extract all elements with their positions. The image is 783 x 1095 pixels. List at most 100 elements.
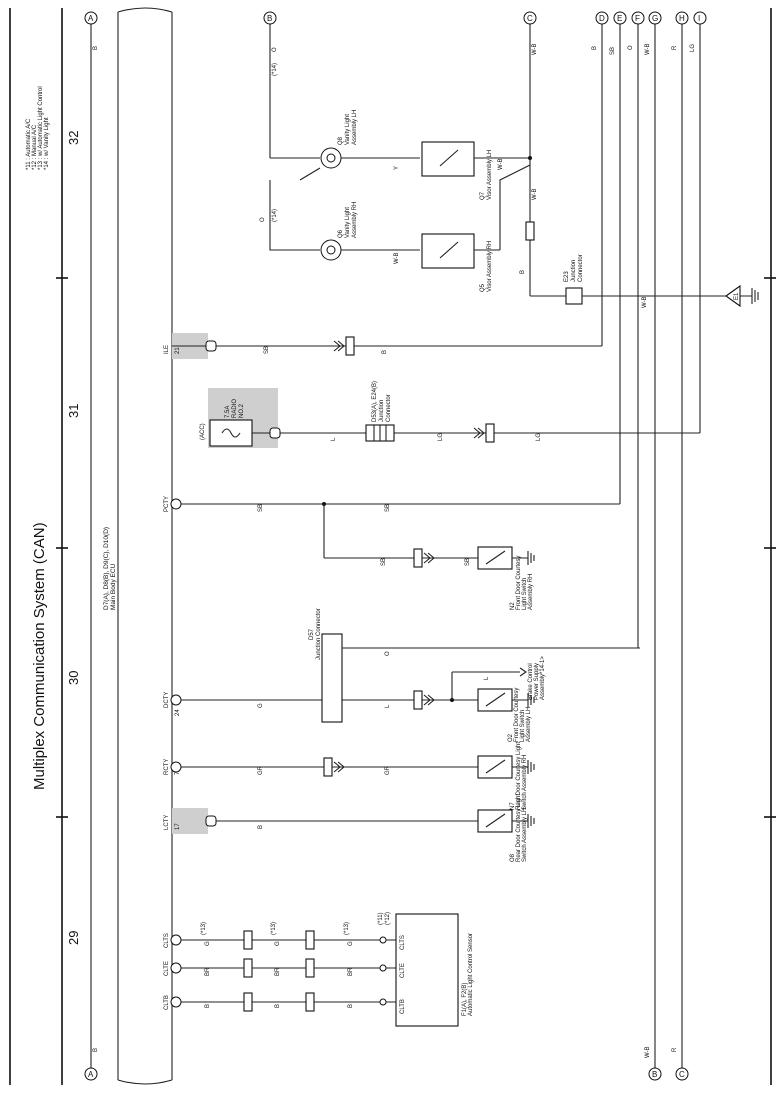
marker-d-top bbox=[595, 11, 609, 25]
wire-color: O bbox=[628, 45, 634, 50]
pin-name: CLTE bbox=[164, 961, 170, 976]
wire-color: BR bbox=[205, 967, 211, 976]
marker-a-bottom bbox=[84, 1067, 98, 1081]
pin-name: CLTS bbox=[164, 933, 170, 948]
fuse-rating: 7.5A bbox=[225, 406, 231, 418]
ecu-name: D7(A), D8(B), D9(C), D10(D) bbox=[103, 527, 110, 610]
marker-label: D bbox=[599, 14, 605, 23]
wire-color: B bbox=[520, 270, 526, 274]
wire-color: B bbox=[258, 825, 264, 829]
ground-label: E1 bbox=[734, 292, 740, 300]
connector-pin bbox=[379, 998, 387, 1006]
marker-g-top bbox=[648, 11, 662, 25]
annotation: (*11) bbox=[378, 912, 384, 925]
junction-connector-d57 bbox=[321, 633, 343, 723]
fuse-symbol bbox=[221, 428, 241, 438]
marker-i-top bbox=[693, 11, 707, 25]
inline-connector bbox=[345, 336, 355, 356]
annotation: (*13) bbox=[271, 922, 277, 935]
marker-label: F bbox=[635, 14, 640, 23]
component-name: Rear Door Courtesy Light bbox=[516, 794, 522, 862]
marker-label: A bbox=[88, 14, 94, 23]
annotation: (*12) bbox=[385, 912, 391, 925]
connector-pin bbox=[170, 498, 182, 510]
wire-color: G bbox=[258, 703, 264, 708]
page-title: Multiplex Communication System (CAN) bbox=[31, 522, 48, 790]
component-name: Front Door Courtesy bbox=[516, 556, 522, 610]
pin-number: 24 bbox=[175, 709, 181, 716]
component-name: Brake Control bbox=[528, 663, 534, 700]
wire-color: O bbox=[272, 47, 278, 52]
pin-name: ILE bbox=[164, 345, 170, 354]
column-number: 30 bbox=[66, 671, 81, 685]
annotation: (*14) bbox=[272, 63, 278, 76]
column-number: 31 bbox=[66, 404, 81, 418]
marker-label: E bbox=[617, 14, 622, 23]
component-name: Rear Door Courtesy Light bbox=[516, 742, 522, 810]
connector-pin bbox=[170, 694, 182, 706]
connector-pin bbox=[205, 340, 217, 352]
inline-connector bbox=[413, 548, 423, 568]
wire-color: R bbox=[672, 1047, 678, 1052]
component-code: Q5 bbox=[480, 283, 486, 292]
inline-connector bbox=[243, 930, 253, 950]
marker-label: B bbox=[267, 14, 272, 23]
component-code: O2 bbox=[508, 733, 514, 742]
connector-arrow bbox=[423, 694, 435, 706]
ecu-outline bbox=[117, 7, 173, 1085]
pin-name: CLTB bbox=[164, 995, 170, 1010]
component-name: Vanity Light bbox=[345, 114, 351, 145]
marker-label: C bbox=[527, 14, 533, 23]
component-name: Junction bbox=[379, 400, 385, 422]
component-code: E23 bbox=[564, 271, 570, 282]
arrow bbox=[519, 667, 527, 677]
wire-color: Y bbox=[394, 166, 400, 170]
component-name: Light Switch bbox=[522, 578, 528, 610]
wire-color: LG bbox=[438, 433, 444, 441]
component-name: Vanity Light bbox=[345, 207, 351, 238]
pin-name: LCTY bbox=[164, 815, 170, 830]
inline-connector bbox=[323, 757, 333, 777]
marker-a-top bbox=[84, 11, 98, 25]
component-code: F1(A), F2(B) bbox=[462, 983, 468, 1016]
wire-color: BR bbox=[348, 967, 354, 976]
fuse-name: RADIO bbox=[232, 399, 238, 418]
connector-arrow bbox=[423, 552, 435, 564]
wire-color: B bbox=[205, 1004, 211, 1008]
wire-color: B bbox=[382, 350, 388, 354]
connector-pin bbox=[379, 964, 387, 972]
wire-color: R bbox=[672, 45, 678, 50]
pin-name: CLTS bbox=[400, 935, 406, 950]
wire-color: BR bbox=[275, 967, 281, 976]
component-name: Junction bbox=[571, 260, 577, 282]
component-name: Assembly RH bbox=[528, 574, 534, 610]
component-name: Switch Assembly LH bbox=[522, 808, 528, 862]
ground-symbol bbox=[512, 760, 535, 774]
wire-color: G bbox=[348, 941, 354, 946]
component-name: Connector bbox=[386, 394, 392, 422]
highlight bbox=[172, 808, 208, 834]
inline-connector bbox=[305, 992, 315, 1012]
wire-color: GR bbox=[385, 765, 391, 775]
connector-pin bbox=[170, 761, 182, 773]
component-code: N7 bbox=[510, 802, 516, 810]
marker-b-top bbox=[263, 11, 277, 25]
inline-connector bbox=[243, 992, 253, 1012]
pin-number: 21 bbox=[175, 347, 181, 354]
ground-symbol bbox=[512, 814, 535, 828]
junction-connector-e23 bbox=[565, 287, 583, 305]
wire-color: SB bbox=[264, 346, 270, 354]
component-name: Light Switch bbox=[520, 710, 526, 742]
annotation: (*13) bbox=[201, 922, 207, 935]
wire-color: W-B bbox=[394, 252, 400, 264]
connector-arrow bbox=[473, 427, 485, 439]
marker-f-top bbox=[631, 11, 645, 25]
pin-name: DCTY bbox=[164, 692, 170, 708]
wire-color: B bbox=[93, 1048, 99, 1052]
component-code: D57 bbox=[309, 628, 315, 640]
pin-name: PCTY bbox=[164, 496, 170, 512]
connector-pin bbox=[269, 427, 281, 439]
component-name: Power Supply bbox=[534, 663, 540, 700]
wire-color: SB bbox=[385, 504, 391, 512]
marker-e-top bbox=[613, 11, 627, 25]
